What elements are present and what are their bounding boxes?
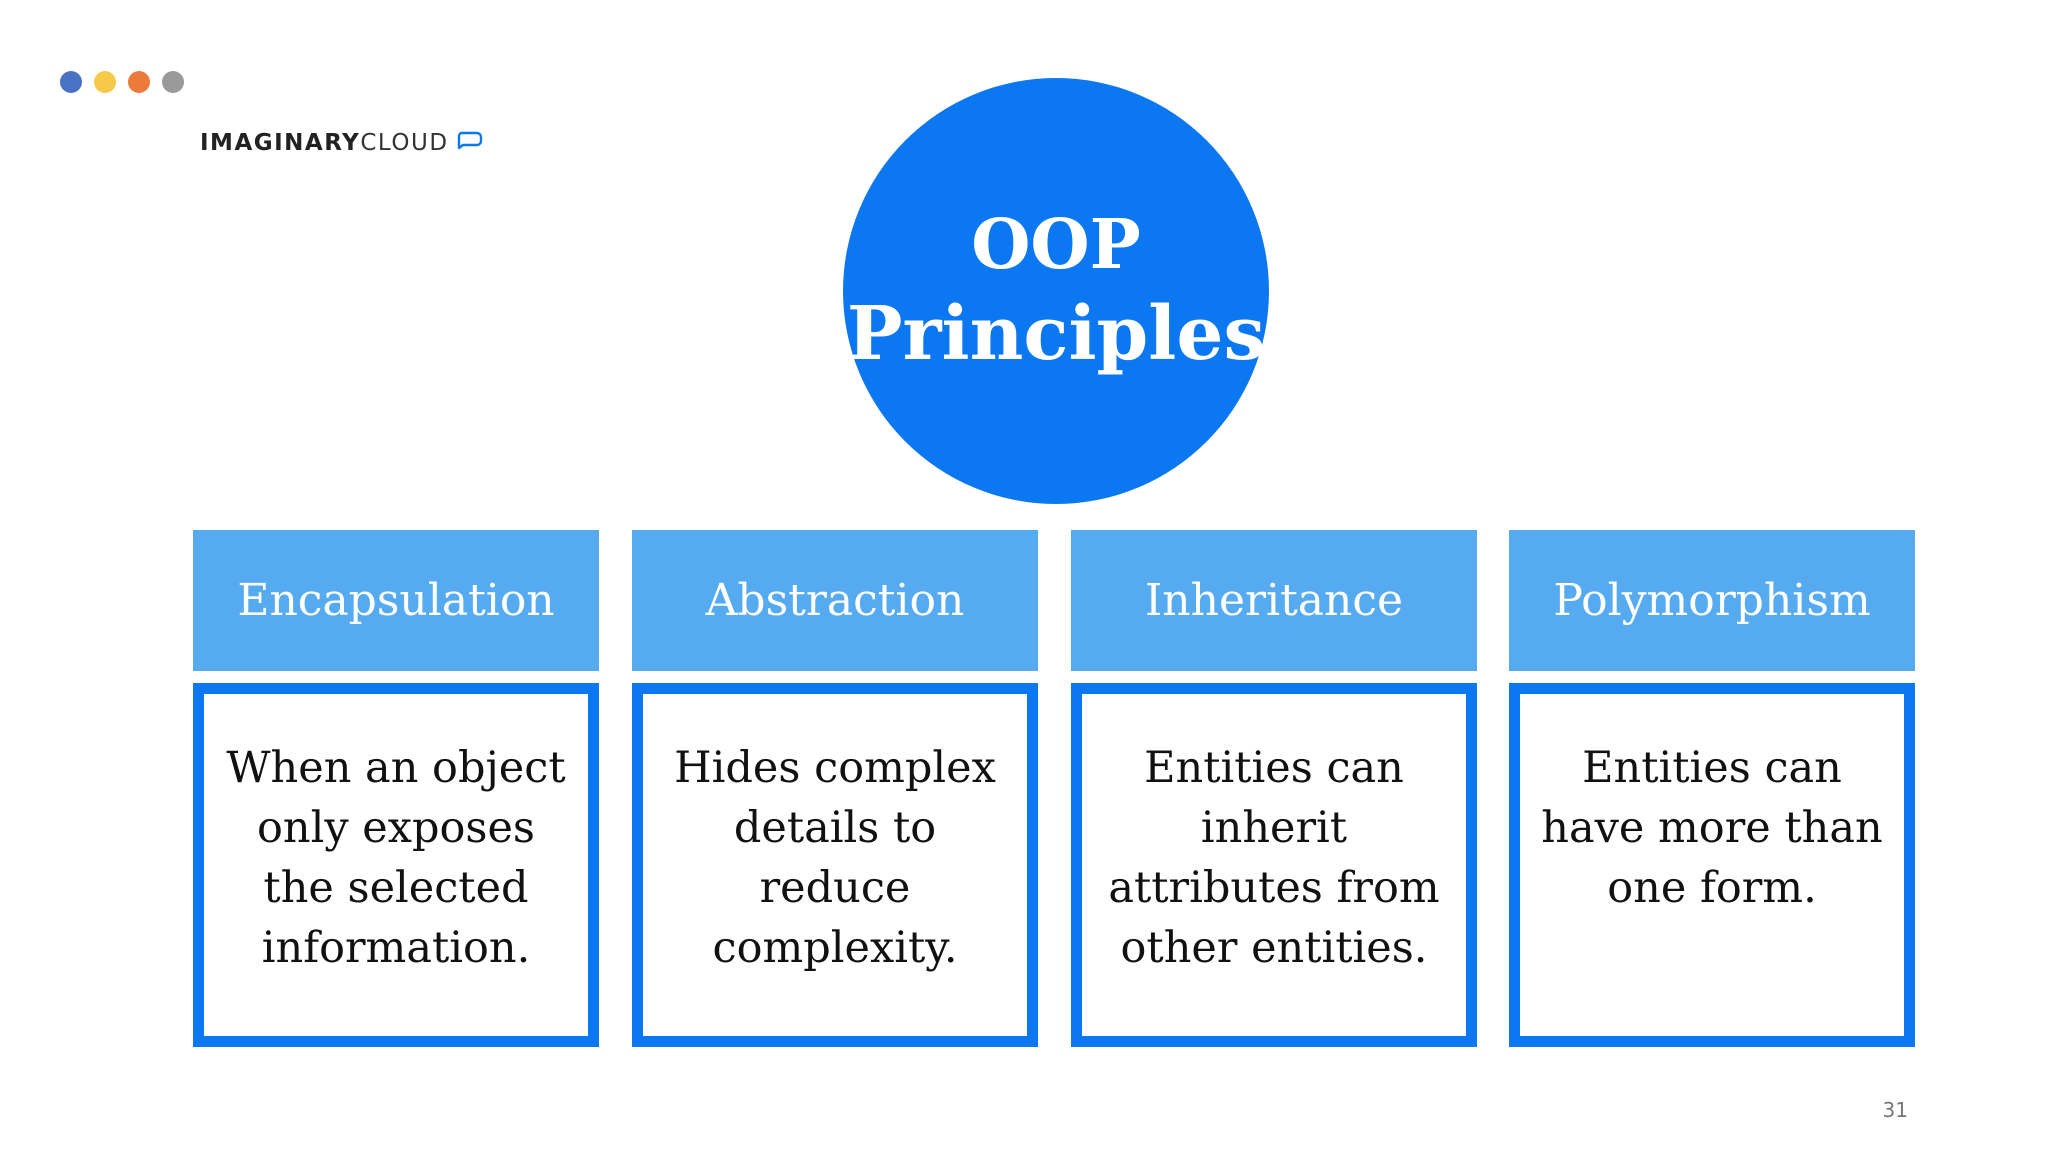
principle-description: Entities can inherit attributes from oth… (1108, 743, 1440, 973)
orange-dot (128, 71, 150, 93)
principle-description-box: Hides complex details to reduce complexi… (632, 683, 1038, 1047)
blue-dot (60, 71, 82, 93)
imaginary-cloud-logo: IMAGINARY CLOUD (200, 130, 483, 156)
principle-header: Encapsulation (193, 530, 599, 671)
principle-description-box: Entities can have more than one form. (1509, 683, 1915, 1047)
hub-title-line1: OOP (971, 205, 1141, 285)
principle-header: Inheritance (1071, 530, 1477, 671)
principle-description: Entities can have more than one form. (1541, 743, 1883, 913)
logo-text-bold: IMAGINARY (200, 130, 361, 156)
principle-column-inheritance: Inheritance Entities can inherit attribu… (1071, 530, 1477, 1047)
principle-description: Hides complex details to reduce complexi… (674, 743, 996, 973)
principle-header: Abstraction (632, 530, 1038, 671)
speech-bubble-icon (457, 130, 483, 156)
principle-header: Polymorphism (1509, 530, 1915, 671)
principle-description: When an object only exposes the selected… (226, 743, 566, 973)
principle-description-box: Entities can inherit attributes from oth… (1071, 683, 1477, 1047)
principle-column-encapsulation: Encapsulation When an object only expose… (193, 530, 599, 1047)
principle-column-polymorphism: Polymorphism Entities can have more than… (1509, 530, 1915, 1047)
principle-column-abstraction: Abstraction Hides complex details to red… (632, 530, 1038, 1047)
gray-dot (162, 71, 184, 93)
logo-text-light: CLOUD (360, 130, 449, 156)
hub-title-line2: Principles (846, 291, 1266, 377)
oop-principles-hub: OOP Principles (843, 78, 1269, 504)
principle-description-box: When an object only exposes the selected… (193, 683, 599, 1047)
page-number: 31 (1882, 1098, 1908, 1122)
yellow-dot (94, 71, 116, 93)
window-dots (60, 71, 184, 93)
